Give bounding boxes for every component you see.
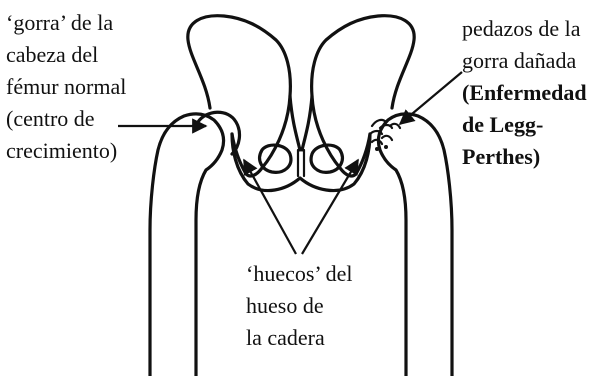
label-damaged-cap-line-5: Perthes) [462,144,540,169]
label-normal-cap-line-4: (centro de [6,106,95,131]
label-damaged-cap: pedazos de la gorra dañada (Enfermedad d… [462,16,587,169]
label-normal-cap-line-5: crecimiento) [6,138,117,163]
label-damaged-cap-line-4: de Legg- [462,112,543,137]
label-damaged-cap-line-2: gorra dañada [462,48,576,73]
label-damaged-cap-line-3: (Enfermedad [462,80,587,105]
right-hip-bone [312,16,415,176]
arrow-damaged-cap [400,72,462,124]
arrow-right-socket [302,160,358,254]
pubic-ring [232,134,370,191]
sacrum-right-edge [302,96,312,150]
left-hip-bone [188,16,291,176]
left-femur [150,114,224,376]
label-damaged-cap-line-1: pedazos de la [462,16,581,41]
label-hip-sockets-line-3: la cadera [246,325,325,350]
label-hip-sockets: ‘huecos’ del hueso de la cadera [246,261,353,350]
sacrum-left-edge [290,96,300,150]
label-hip-sockets-line-1: ‘huecos’ del [246,261,353,286]
label-normal-cap: ‘gorra’ de la cabeza del fémur normal (c… [6,10,126,163]
label-normal-cap-line-3: fémur normal [6,74,126,99]
label-normal-cap-line-2: cabeza del [6,42,98,67]
damaged-cap-fragments [370,120,400,151]
right-femur [378,114,452,376]
label-hip-sockets-line-2: hueso de [246,293,324,318]
arrow-left-socket [244,160,296,254]
label-normal-cap-line-1: ‘gorra’ de la [6,10,113,35]
